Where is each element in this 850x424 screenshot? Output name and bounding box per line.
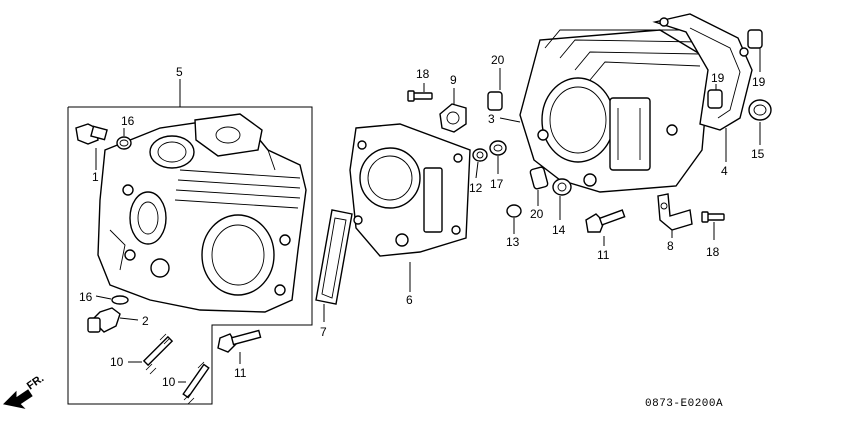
seal-part-12 (472, 148, 488, 179)
callout-labels: 5 16 1 16 2 10 10 11 7 6 18 9 20 3 12 17… (79, 53, 766, 389)
callout-18-lower: 18 (706, 245, 720, 259)
callout-5: 5 (176, 65, 183, 79)
washer-upper (116, 128, 132, 150)
o-ring (748, 99, 772, 145)
cylinder-side-gasket (652, 13, 753, 162)
dowel-pin-lower (529, 166, 549, 206)
callout-17: 17 (490, 177, 504, 191)
washer-part-17 (489, 140, 507, 174)
head-group-frame (67, 79, 313, 405)
callout-7: 7 (320, 325, 327, 339)
dowel-pin-19-left (707, 84, 723, 109)
plug-bolt (75, 123, 108, 170)
callout-12: 12 (469, 181, 483, 195)
callout-20-lower: 20 (530, 207, 544, 221)
callout-14: 14 (552, 223, 566, 237)
callout-19-left: 19 (711, 71, 725, 85)
bolt-small-upper (407, 83, 433, 102)
callout-4: 4 (721, 164, 728, 178)
dowel-pin-upper (487, 68, 503, 111)
dowel-pin-19-right (747, 29, 763, 72)
cylinder-body (499, 29, 711, 193)
stud-bolt-lower (178, 361, 210, 405)
cylinder-gasket (349, 123, 471, 292)
front-direction-arrow: FR. (2, 372, 46, 409)
bracket (657, 193, 693, 238)
callout-3: 3 (488, 112, 495, 126)
intake-gasket (315, 209, 353, 322)
stud-bolt-upper (128, 333, 174, 375)
callout-9: 9 (450, 73, 457, 87)
callout-10-lower: 10 (162, 375, 176, 389)
callout-1: 1 (92, 170, 99, 184)
drawing-code: 0873-E0200A (645, 398, 723, 410)
clip (439, 88, 467, 133)
callout-13: 13 (506, 235, 520, 249)
callout-2: 2 (142, 314, 149, 328)
callout-11-upper: 11 (597, 248, 610, 262)
fitting-part-2 (87, 307, 139, 333)
callout-10-upper: 10 (110, 355, 124, 369)
callout-15: 15 (751, 147, 765, 161)
washer-part-14 (552, 178, 572, 220)
cylinder-head (97, 113, 307, 313)
bolt-small-lower (701, 211, 725, 240)
callout-6: 6 (406, 293, 413, 307)
bolt-upper (585, 209, 626, 246)
callout-16-upper: 16 (121, 114, 135, 128)
callout-16-lower: 16 (79, 290, 93, 304)
callout-19-right: 19 (752, 75, 766, 89)
washer-lower (95, 295, 129, 305)
callout-18-upper: 18 (416, 67, 430, 81)
callout-8: 8 (667, 239, 674, 253)
bolt-lower (217, 329, 262, 364)
callout-20-upper: 20 (491, 53, 505, 67)
callout-11-lower: 11 (234, 366, 247, 380)
washer-part-13 (506, 204, 522, 234)
